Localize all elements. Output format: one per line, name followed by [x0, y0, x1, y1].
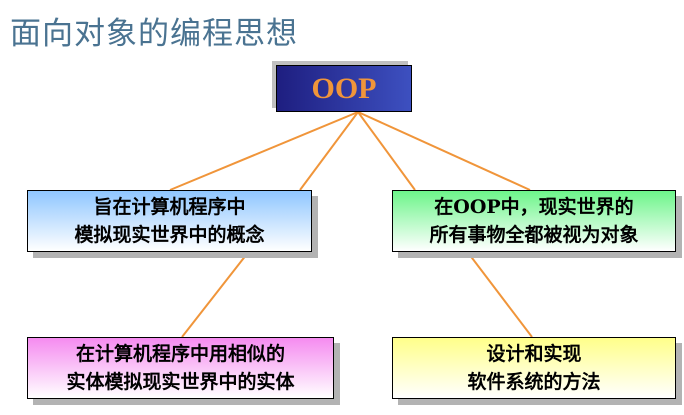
node-line: 在计算机程序中用相似的 — [75, 343, 285, 365]
connector-root-node2b — [357, 111, 531, 191]
node-line: 软件系统的方法 — [467, 371, 601, 393]
node-line: 旨在计算机程序中 — [93, 196, 246, 218]
node-simulate-concepts: 旨在计算机程序中 模拟现实世界中的概念 — [27, 190, 312, 252]
node-line: 实体模拟现实世界中的实体 — [66, 371, 295, 393]
node-line: 在OOP中，现实世界的 — [434, 196, 634, 218]
connector-root-node1a — [169, 111, 359, 191]
slide-title: 面向对象的编程思想 — [10, 16, 298, 52]
node-line: 所有事物全都被视为对象 — [429, 224, 639, 246]
node-line: 模拟现实世界中的概念 — [74, 224, 265, 246]
connector-root-node1b — [299, 111, 359, 191]
connector-node2-node4 — [465, 249, 533, 338]
connector-root-node2a — [357, 111, 416, 191]
root-label: OOP — [311, 71, 377, 105]
node-line: 设计和实现 — [486, 343, 582, 365]
node-design-method: 设计和实现 软件系统的方法 — [392, 337, 676, 399]
connector-node1-node3 — [181, 249, 251, 338]
node-everything-objects: 在OOP中，现实世界的 所有事物全都被视为对象 — [392, 190, 676, 252]
root-node-oop: OOP — [276, 65, 412, 112]
node-simulate-entities: 在计算机程序中用相似的 实体模拟现实世界中的实体 — [27, 337, 334, 399]
